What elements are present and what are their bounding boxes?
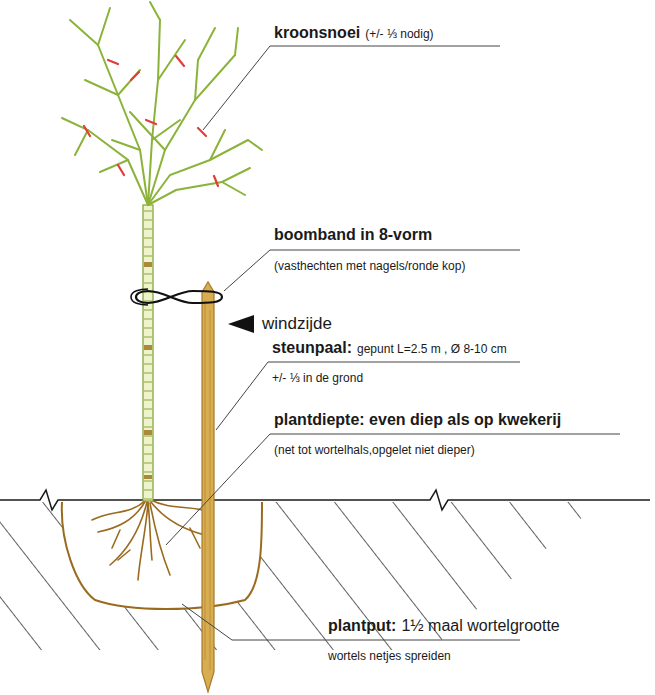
label-row: (net tot wortelhals,opgelet niet dieper) bbox=[274, 440, 475, 458]
pit-fill bbox=[62, 502, 262, 609]
pruning-title: kroonsnoei bbox=[274, 24, 360, 41]
trunk-texture bbox=[144, 206, 152, 500]
pruning-note: (+/- ⅓ nodig) bbox=[365, 27, 433, 41]
label-row: (vasthechten met nagels/ronde kop) bbox=[274, 256, 465, 274]
soil-hatching bbox=[0, 500, 655, 660]
label-row: kroonsnoei (+/- ⅓ nodig) bbox=[274, 24, 434, 42]
tree-band-8 bbox=[136, 291, 222, 303]
support-stake bbox=[202, 282, 214, 692]
pit-note: wortels netjes spreiden bbox=[328, 649, 451, 663]
label-row: boomband in 8-vorm bbox=[274, 226, 432, 244]
planting-pit bbox=[62, 502, 262, 609]
stake-title: steunpaal: bbox=[272, 339, 352, 356]
label-row: steunpaal: gepunt L=2.5 m , Ø 8-10 cm bbox=[272, 339, 507, 357]
crown bbox=[62, 2, 262, 205]
pit-title: plantput: bbox=[328, 617, 396, 634]
roots bbox=[92, 500, 212, 580]
label-row: plantdiepte: even diep als op kwekerij bbox=[274, 411, 561, 429]
stake-grain bbox=[205, 300, 210, 670]
band-title: boomband in 8-vorm bbox=[274, 226, 432, 243]
trunk-marks bbox=[144, 262, 152, 479]
pit-size: 1½ maal wortelgrootte bbox=[401, 617, 559, 634]
stake-spec: gepunt L=2.5 m , Ø 8-10 cm bbox=[357, 342, 507, 356]
label-row: +/- ⅓ in de grond bbox=[272, 368, 363, 386]
label-row: windzijde bbox=[262, 314, 332, 334]
label-row: wortels netjes spreiden bbox=[328, 646, 451, 664]
leader-lines bbox=[166, 46, 620, 640]
pruning-cuts bbox=[84, 56, 218, 186]
wind-side: windzijde bbox=[262, 314, 332, 333]
stake-depth: +/- ⅓ in de grond bbox=[272, 371, 363, 385]
depth-note: (net tot wortelhals,opgelet niet dieper) bbox=[274, 443, 475, 457]
wind-arrow bbox=[228, 315, 254, 333]
label-row: plantput: 1½ maal wortelgrootte bbox=[328, 617, 560, 635]
trunk bbox=[143, 205, 153, 501]
depth-title: plantdiepte: even diep als op kwekerij bbox=[274, 411, 561, 428]
band-note: (vasthechten met nagels/ronde kop) bbox=[274, 259, 465, 273]
